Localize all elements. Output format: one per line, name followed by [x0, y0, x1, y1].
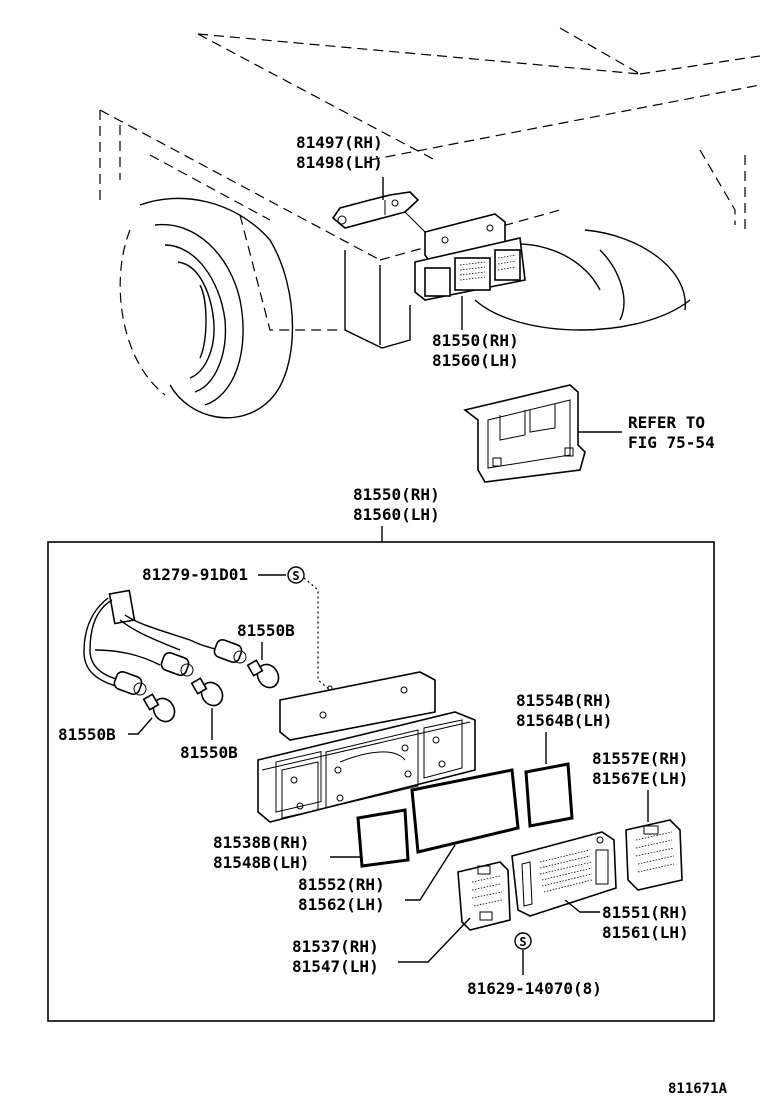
label-lens-small-lh: 81547(LH): [292, 957, 379, 976]
plate-bracket: [463, 384, 622, 483]
lens-small: [457, 861, 511, 931]
label-lamp-top-lh: 81560(LH): [432, 351, 519, 370]
label-hinge-rh: 81497(RH): [296, 133, 383, 152]
svg-text:S: S: [292, 569, 299, 583]
svg-text:S: S: [519, 935, 526, 949]
mounted-lamp: [414, 213, 526, 301]
bulb-right: [246, 659, 280, 689]
hinge-bracket: [331, 177, 426, 233]
label-lens-small-rh: 81537(RH): [292, 937, 379, 956]
label-socket: 81279-91D01: [142, 565, 248, 584]
label-lens-main-rh: 81551(RH): [602, 903, 689, 922]
label-refer-to: REFER TO: [628, 413, 705, 432]
gasket-small: [356, 808, 410, 868]
label-lens-main-lh: 81561(LH): [602, 923, 689, 942]
gasket-mid: [410, 768, 520, 854]
lens-b: [524, 762, 574, 828]
vehicle-body: [99, 27, 760, 419]
label-screw: 81629-14070(8): [467, 979, 602, 998]
label-gasket-mid-lh: 81562(LH): [298, 895, 385, 914]
label-lens-b-lh: 81564B(LH): [516, 711, 612, 730]
lamp-housing: [257, 671, 476, 823]
label-lens-e-lh: 81567E(LH): [592, 769, 688, 788]
label-bulb-left: 81550B: [58, 725, 116, 744]
bulb-left: [142, 693, 176, 723]
bulb-bottom: [190, 677, 224, 707]
label-hinge-lh: 81498(LH): [296, 153, 383, 172]
label-lamp-box-lh: 81560(LH): [353, 505, 440, 524]
dotted-leader-socket: [303, 577, 331, 691]
label-lamp-top-rh: 81550(RH): [432, 331, 519, 350]
leader-bulb-left: [128, 717, 153, 735]
figure-code: 811671A: [668, 1081, 728, 1097]
label-bulb-bottom: 81550B: [180, 743, 238, 762]
lens-e: [625, 819, 683, 891]
label-gasket-rh: 81538B(RH): [213, 833, 309, 852]
lens-main: [511, 831, 617, 917]
label-gasket-mid-rh: 81552(RH): [298, 875, 385, 894]
leader-lens-small: [398, 917, 471, 963]
detail-frame: [47, 541, 715, 1022]
label-lens-b-rh: 81554B(RH): [516, 691, 612, 710]
wire-harness: [83, 589, 247, 696]
label-bulb-right: 81550B: [237, 621, 295, 640]
leader-gasket-mid: [405, 844, 456, 901]
s-mark-2: S: [514, 932, 532, 950]
leader-lens-main: [564, 899, 600, 913]
s-mark-1: S: [287, 566, 305, 584]
label-lens-e-rh: 81557E(RH): [592, 749, 688, 768]
label-gasket-lh: 81548B(LH): [213, 853, 309, 872]
label-lamp-box-rh: 81550(RH): [353, 485, 440, 504]
label-refer-fig: FIG 75-54: [628, 433, 715, 452]
